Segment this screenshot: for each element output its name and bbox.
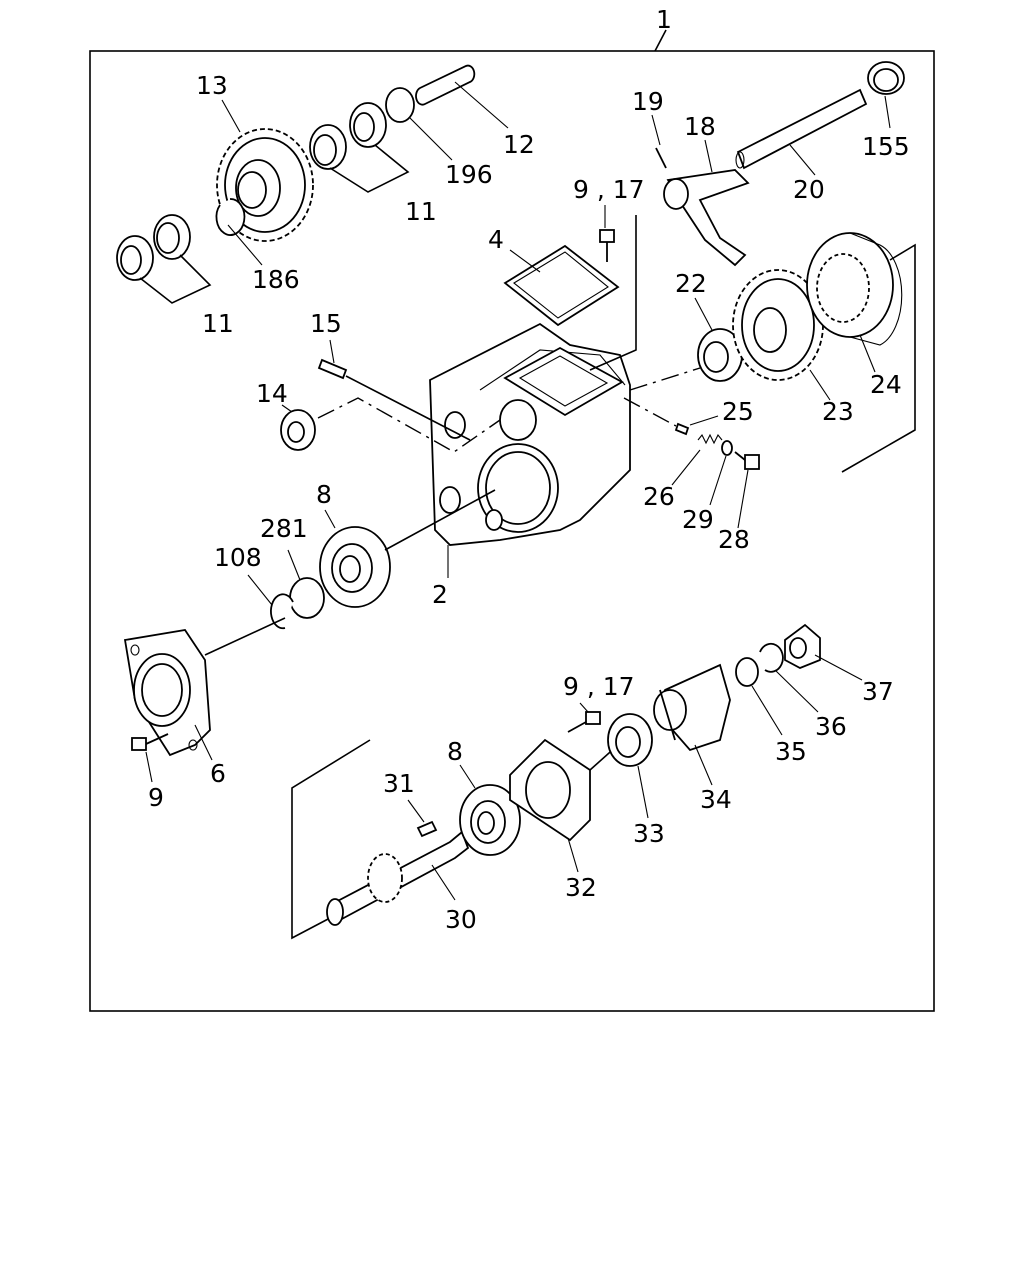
lock-washer-36: [759, 642, 784, 673]
cover-plate-4: [503, 244, 620, 327]
pin-12: [415, 64, 476, 106]
label-2: 2: [432, 580, 448, 609]
label-31: 31: [383, 769, 415, 798]
label-9-17-lower: 9 , 17: [563, 672, 635, 701]
ring-196: [385, 87, 415, 123]
pin-19: [655, 147, 667, 169]
key-31: [416, 820, 438, 838]
label-19: 19: [632, 87, 664, 116]
label-186: 186: [252, 265, 300, 294]
label-8-lower: 8: [447, 737, 463, 766]
shift-fork-18: [663, 169, 750, 267]
ball-bearing-8-lower: [459, 784, 521, 856]
label-18: 18: [684, 112, 716, 141]
bearing-11-left: [116, 214, 191, 281]
pin-15: [317, 358, 348, 380]
label-108: 108: [214, 543, 262, 572]
housing-34: [653, 663, 731, 752]
shaft-20: [735, 88, 868, 170]
label-9-17-upper: 9 , 17: [573, 175, 645, 204]
label-34: 34: [700, 785, 732, 814]
label-24: 24: [870, 370, 902, 399]
nut-37: [784, 623, 821, 669]
label-9: 9: [148, 783, 164, 812]
bearing-11-upper: [309, 102, 387, 170]
label-6: 6: [210, 759, 226, 788]
bolt-28: [734, 451, 760, 470]
washer-35: [735, 657, 759, 687]
label-26: 26: [643, 482, 675, 511]
shaft-30: [326, 830, 470, 926]
spring-26: [697, 433, 723, 445]
sleeve-24: [806, 232, 903, 346]
label-37: 37: [862, 677, 894, 706]
diagram-frame: [89, 50, 935, 1012]
label-8-upper: 8: [316, 480, 332, 509]
label-1: 1: [656, 5, 672, 34]
label-20: 20: [793, 175, 825, 204]
seal-22: [697, 328, 743, 382]
label-29: 29: [682, 505, 714, 534]
ring-281: [289, 577, 325, 619]
label-11-left: 11: [202, 309, 234, 338]
label-13: 13: [196, 71, 228, 100]
ball-bearing-8-upper: [319, 526, 391, 608]
label-14: 14: [256, 379, 288, 408]
gear-13: [216, 128, 314, 242]
label-4: 4: [488, 225, 504, 254]
flange-32: [509, 738, 591, 842]
seal-33: [607, 713, 653, 767]
label-25: 25: [722, 397, 754, 426]
label-33: 33: [633, 819, 665, 848]
label-15: 15: [310, 309, 342, 338]
gear-23: [732, 269, 824, 381]
label-35: 35: [775, 737, 807, 766]
snap-ring-186: [215, 198, 246, 236]
label-11-upper: 11: [405, 197, 437, 226]
label-12: 12: [503, 130, 535, 159]
bolt-9-17-lower: [567, 711, 601, 733]
bushing-155: [867, 61, 905, 95]
label-22: 22: [675, 269, 707, 298]
bolt-9: [131, 733, 169, 751]
label-36: 36: [815, 712, 847, 741]
bearing-14: [280, 409, 316, 451]
flange-6: [123, 629, 211, 757]
label-30: 30: [445, 905, 477, 934]
label-196: 196: [445, 160, 493, 189]
bolt-9-17-upper: [599, 229, 615, 262]
label-281: 281: [260, 514, 308, 543]
label-23: 23: [822, 397, 854, 426]
housing-2: [429, 322, 631, 546]
label-155: 155: [862, 132, 910, 161]
washer-29: [721, 440, 733, 456]
label-32: 32: [565, 873, 597, 902]
label-28: 28: [718, 525, 750, 554]
pin-25: [674, 422, 690, 436]
